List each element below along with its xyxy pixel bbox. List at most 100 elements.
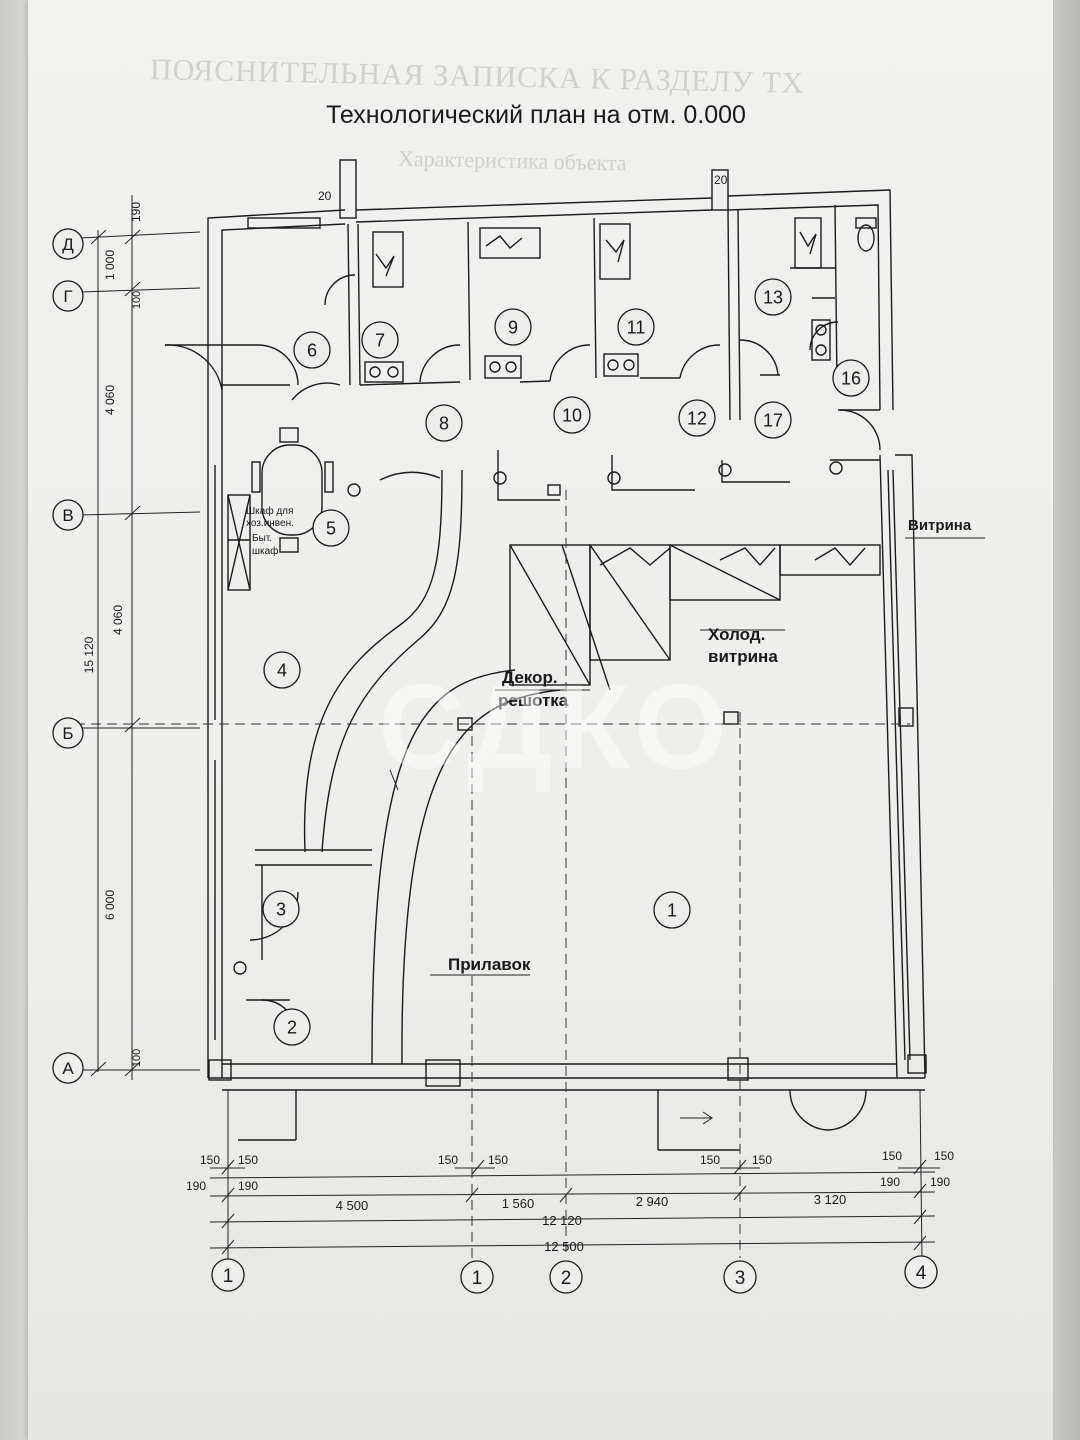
dim-bot-190-a: 190 xyxy=(186,1179,206,1193)
dim-span-4500: 4 500 xyxy=(336,1198,369,1213)
right-vitrina xyxy=(887,469,927,1074)
svg-text:8: 8 xyxy=(439,413,449,433)
room-9: 9 xyxy=(494,308,532,346)
label-dekor-2: решотка xyxy=(498,691,569,710)
dim-bot-150-d: 150 xyxy=(488,1153,508,1167)
svg-text:В: В xyxy=(62,506,73,525)
room-3: 3 xyxy=(262,890,300,928)
svg-text:Г: Г xyxy=(63,287,72,306)
label-vitrina: Витрина xyxy=(908,517,972,534)
dim-left-1000: 1 000 xyxy=(103,250,117,280)
label-shkaf-3: Быт. xyxy=(252,533,272,544)
axis-row-1: Г xyxy=(52,280,84,312)
dim-left-15120: 15 120 xyxy=(82,636,96,673)
axis-row-4: А xyxy=(52,1052,84,1084)
svg-text:11: 11 xyxy=(627,317,646,337)
axis-row-0: Д xyxy=(52,228,84,260)
dim-bot-190-b: 190 xyxy=(238,1179,258,1193)
svg-text:12: 12 xyxy=(687,408,707,428)
dim-bot-150-b: 150 xyxy=(238,1153,258,1167)
svg-text:4: 4 xyxy=(916,1263,927,1284)
interior-partitions xyxy=(222,204,880,501)
axis-lines xyxy=(75,490,910,1258)
axis-row-3: Б xyxy=(52,717,84,749)
dim-span-1560: 1 560 xyxy=(502,1196,535,1211)
leader-lines xyxy=(389,537,985,1125)
svg-text:А: А xyxy=(62,1059,74,1078)
watermark-logo: СДКО xyxy=(378,660,732,794)
svg-text:13: 13 xyxy=(763,287,783,307)
label-shkaf-1: Шкаф для xyxy=(246,505,293,517)
svg-text:5: 5 xyxy=(326,518,336,538)
room-4: 4 xyxy=(263,651,301,689)
svg-text:16: 16 xyxy=(841,368,861,388)
dim-bot-150-e: 150 xyxy=(700,1153,720,1167)
svg-text:2: 2 xyxy=(287,1017,297,1037)
dim-bot-150-a: 150 xyxy=(200,1153,220,1167)
bottom-dimension-chain xyxy=(209,1089,940,1263)
holod-vitrina-racks xyxy=(509,544,881,691)
dim-bot-190-d: 190 xyxy=(930,1175,950,1189)
dim-bot-150-f: 150 xyxy=(752,1153,772,1167)
label-dekor-1: Декор. xyxy=(502,668,558,687)
room-10: 10 xyxy=(553,396,591,434)
label-holod-2: витрина xyxy=(708,647,778,666)
svg-text:9: 9 xyxy=(508,317,518,337)
svg-text:3: 3 xyxy=(735,1268,746,1289)
plan-title: Технологический план на отм. 0.000 xyxy=(326,101,746,129)
svg-text:1: 1 xyxy=(223,1266,234,1287)
dim-top-20-left: 20 xyxy=(318,189,332,203)
left-dimension-chain xyxy=(79,195,201,1080)
label-prilavok: Прилавок xyxy=(448,955,531,974)
room-13: 13 xyxy=(754,278,792,316)
axis-col-2: 2 xyxy=(549,1260,583,1294)
curved-partition xyxy=(246,469,561,1065)
room-7: 7 xyxy=(361,321,399,359)
room-1: 1 xyxy=(653,891,691,929)
dim-total-12120: 12 120 xyxy=(542,1213,582,1228)
svg-text:Б: Б xyxy=(62,724,73,743)
room-5-furniture xyxy=(227,427,334,591)
dim-total-12500: 12 500 xyxy=(544,1239,584,1254)
outer-walls xyxy=(207,159,926,1091)
dim-left-100-a: 100 xyxy=(131,1049,143,1067)
dim-span-3120: 3 120 xyxy=(814,1192,847,1207)
room-16: 16 xyxy=(832,359,870,397)
dim-bot-190-c: 190 xyxy=(880,1175,900,1189)
svg-text:1: 1 xyxy=(472,1268,483,1289)
sanitary-fixtures xyxy=(233,217,877,975)
label-shkaf-2: хоз.инвен. xyxy=(246,518,294,529)
room-2: 2 xyxy=(273,1008,311,1046)
label-holod-1: Холод. xyxy=(708,625,765,644)
room-11: 11 xyxy=(617,308,655,346)
dim-bot-150-h: 150 xyxy=(934,1149,954,1163)
dim-span-2940: 2 940 xyxy=(636,1194,669,1209)
svg-text:6: 6 xyxy=(307,340,317,360)
svg-text:1: 1 xyxy=(667,900,677,920)
dim-left-100-g: 100 xyxy=(131,291,143,309)
dim-left-4060-top: 4 060 xyxy=(103,385,117,415)
axis-col-4: 4 xyxy=(904,1255,938,1289)
axis-row-2: В xyxy=(52,499,84,531)
dim-left-190: 190 xyxy=(129,202,143,222)
svg-text:7: 7 xyxy=(375,330,385,350)
svg-text:4: 4 xyxy=(277,660,287,680)
dim-bot-150-c: 150 xyxy=(438,1153,458,1167)
svg-text:2: 2 xyxy=(561,1268,572,1289)
svg-text:17: 17 xyxy=(763,410,783,430)
dim-top-20-right: 20 xyxy=(714,173,728,187)
dim-bot-150-g: 150 xyxy=(882,1149,902,1163)
svg-text:10: 10 xyxy=(562,405,582,425)
svg-text:3: 3 xyxy=(276,899,286,919)
axis-col-0: 1 xyxy=(211,1258,245,1292)
label-shkaf-4: шкаф xyxy=(252,545,278,557)
axis-col-3: 3 xyxy=(723,1260,757,1294)
room-12: 12 xyxy=(678,399,716,437)
dim-left-4060-bottom: 4 060 xyxy=(111,605,125,635)
left-windows xyxy=(208,465,749,1087)
room-17: 17 xyxy=(754,401,792,439)
room-6: 6 xyxy=(293,331,331,369)
svg-text:Д: Д xyxy=(62,235,74,254)
axis-col-1: 1 xyxy=(460,1260,494,1294)
